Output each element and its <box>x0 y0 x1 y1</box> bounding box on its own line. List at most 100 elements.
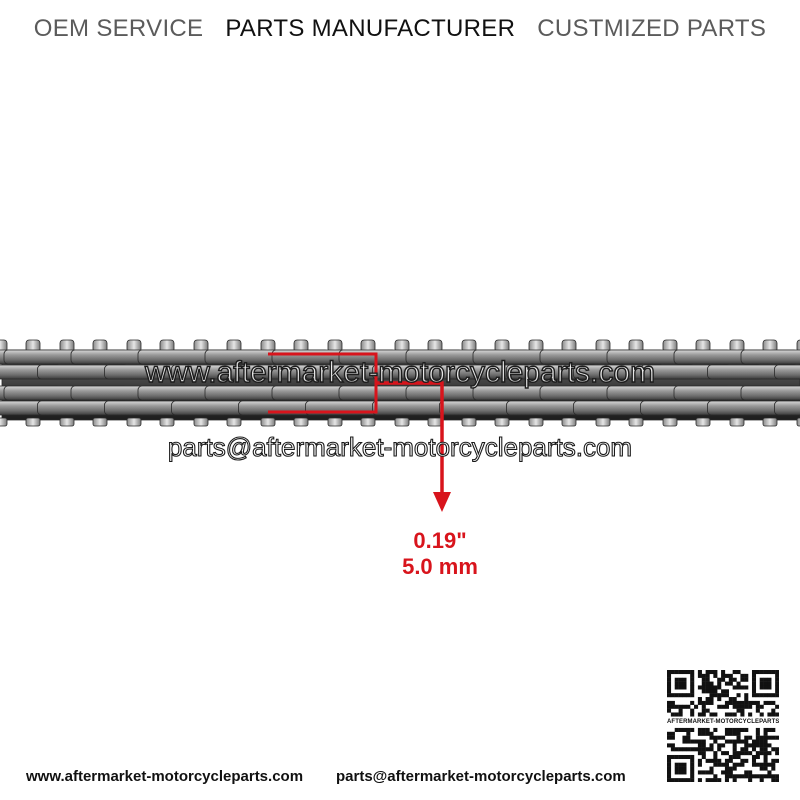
qr-module <box>775 712 779 717</box>
qr-finder-module <box>667 670 672 675</box>
footer-website-link[interactable]: www.aftermarket-motorcycleparts.com <box>26 768 304 785</box>
qr-module <box>705 747 710 752</box>
qr-finder-module <box>667 693 672 698</box>
qr-module <box>744 735 749 740</box>
qr-module <box>721 743 726 748</box>
qr-module <box>717 685 722 690</box>
qr-module <box>724 712 729 717</box>
qr-module <box>732 774 737 779</box>
chain-pin-bottom <box>796 417 800 427</box>
qr-module <box>767 727 772 732</box>
qr-module <box>724 700 729 705</box>
qr-module <box>728 681 733 686</box>
qr-module <box>732 754 737 760</box>
qr-module <box>728 731 733 736</box>
qr-module <box>751 739 757 744</box>
qr-module <box>755 754 760 760</box>
qr-module <box>775 704 779 709</box>
qr-module <box>694 704 699 709</box>
qr-module <box>717 743 722 748</box>
qr-module <box>748 751 753 756</box>
qr-module <box>713 727 718 732</box>
qr-finder-module <box>690 778 695 782</box>
qr-module <box>697 685 702 690</box>
chain-plate-lower <box>774 400 800 416</box>
qr-module <box>709 689 714 694</box>
chain-pin-bottom <box>494 417 510 427</box>
qr-finder-module <box>674 770 679 775</box>
qr-module <box>697 727 702 732</box>
qr-module <box>740 685 745 690</box>
qr-finder-module <box>767 681 772 686</box>
qr-finder-module <box>670 754 675 760</box>
qr-module <box>732 704 737 709</box>
qr-finder-module <box>759 681 764 686</box>
qr-finder-module <box>678 677 683 682</box>
qr-module <box>744 747 749 752</box>
qr-module <box>767 774 772 779</box>
qr-module <box>713 735 718 740</box>
qr-module <box>759 751 764 756</box>
qr-module <box>709 670 714 675</box>
qr-module <box>670 735 675 740</box>
qr-module <box>771 700 776 705</box>
qr-finder-module <box>682 685 687 690</box>
qr-module <box>717 704 722 709</box>
qr-module <box>744 685 749 690</box>
qr-finder-module <box>674 693 679 698</box>
qr-module <box>767 712 772 717</box>
qr-module <box>755 704 760 709</box>
qr-module <box>767 743 772 748</box>
qr-module <box>755 735 760 740</box>
qr-module <box>728 697 733 702</box>
qr-module <box>744 751 749 756</box>
qr-module <box>721 689 726 694</box>
qr-module <box>728 739 733 744</box>
qr-module <box>728 677 733 682</box>
qr-finder-module <box>751 681 757 686</box>
qr-module <box>697 751 702 756</box>
qr-module <box>771 778 776 782</box>
qr-module <box>740 677 745 682</box>
qr-module <box>759 704 764 709</box>
qr-module <box>701 747 706 752</box>
qr-finder-module <box>682 754 687 760</box>
qr-module <box>763 762 768 767</box>
qr-module <box>771 766 776 771</box>
qr-module <box>709 758 714 763</box>
qr-module <box>724 727 729 732</box>
qr-module <box>763 735 768 740</box>
qr-finder-module <box>667 677 672 682</box>
measurement-bracket <box>268 352 451 512</box>
qr-module <box>771 735 776 740</box>
qr-finder-module <box>667 681 672 686</box>
qr-module <box>701 685 706 690</box>
qr-module <box>667 743 672 748</box>
qr-finder-module <box>667 766 672 771</box>
qr-module <box>759 766 764 771</box>
qr-module <box>701 704 706 709</box>
qr-module <box>759 762 764 767</box>
chain-pin-bottom <box>360 417 376 427</box>
qr-module <box>690 708 695 713</box>
qr-finder-module <box>690 670 695 675</box>
qr-module <box>717 778 722 782</box>
qr-module <box>763 727 768 732</box>
chain-plate-middle <box>774 364 800 380</box>
qr-module <box>751 743 757 748</box>
chain-pin-bottom <box>226 417 242 427</box>
qr-module <box>736 731 741 736</box>
qr-module <box>775 774 779 779</box>
qr-module <box>674 747 679 752</box>
qr-module <box>755 700 760 705</box>
qr-caption: AFTERMARKET-MOTORCYCLEPARTS <box>667 717 779 727</box>
qr-module <box>701 751 706 756</box>
footer-email-link[interactable]: parts@aftermarket-motorcycleparts.com <box>336 768 626 785</box>
qr-finder-module <box>682 762 687 767</box>
qr-module <box>732 743 737 748</box>
qr-module <box>775 747 779 752</box>
qr-finder-module <box>686 670 691 675</box>
qr-module <box>748 735 753 740</box>
qr-module <box>740 700 745 705</box>
qr-finder-module <box>690 766 695 771</box>
